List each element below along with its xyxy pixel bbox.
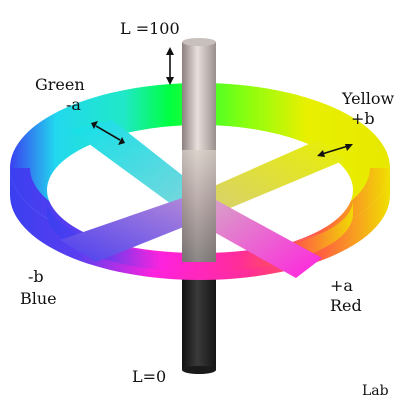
label-green: Green (35, 75, 85, 94)
label-blue: Blue (20, 289, 57, 308)
arrow-a-axis (91, 121, 125, 145)
label-lab: Lab (362, 383, 389, 399)
label-l-0: L=0 (132, 367, 167, 386)
lightness-column-upper (182, 38, 216, 262)
spoke-blue-minus-b (60, 198, 196, 262)
spoke-yellow-plus-b (214, 140, 345, 214)
label-yellow: Yellow (342, 89, 395, 108)
label-red: Red (330, 296, 362, 315)
arrow-lightness (166, 47, 174, 85)
label-l-100: L =100 (120, 19, 180, 38)
label-minus-b: -b (28, 267, 44, 286)
label-minus-a: -a (66, 95, 81, 114)
spoke-green-minus-a (70, 120, 196, 212)
lightness-column-lower (182, 262, 216, 374)
label-plus-a: +a (330, 276, 353, 295)
label-plus-b: +b (351, 109, 375, 128)
arrow-b-axis (317, 144, 353, 157)
spoke-red-plus-a (214, 200, 322, 278)
